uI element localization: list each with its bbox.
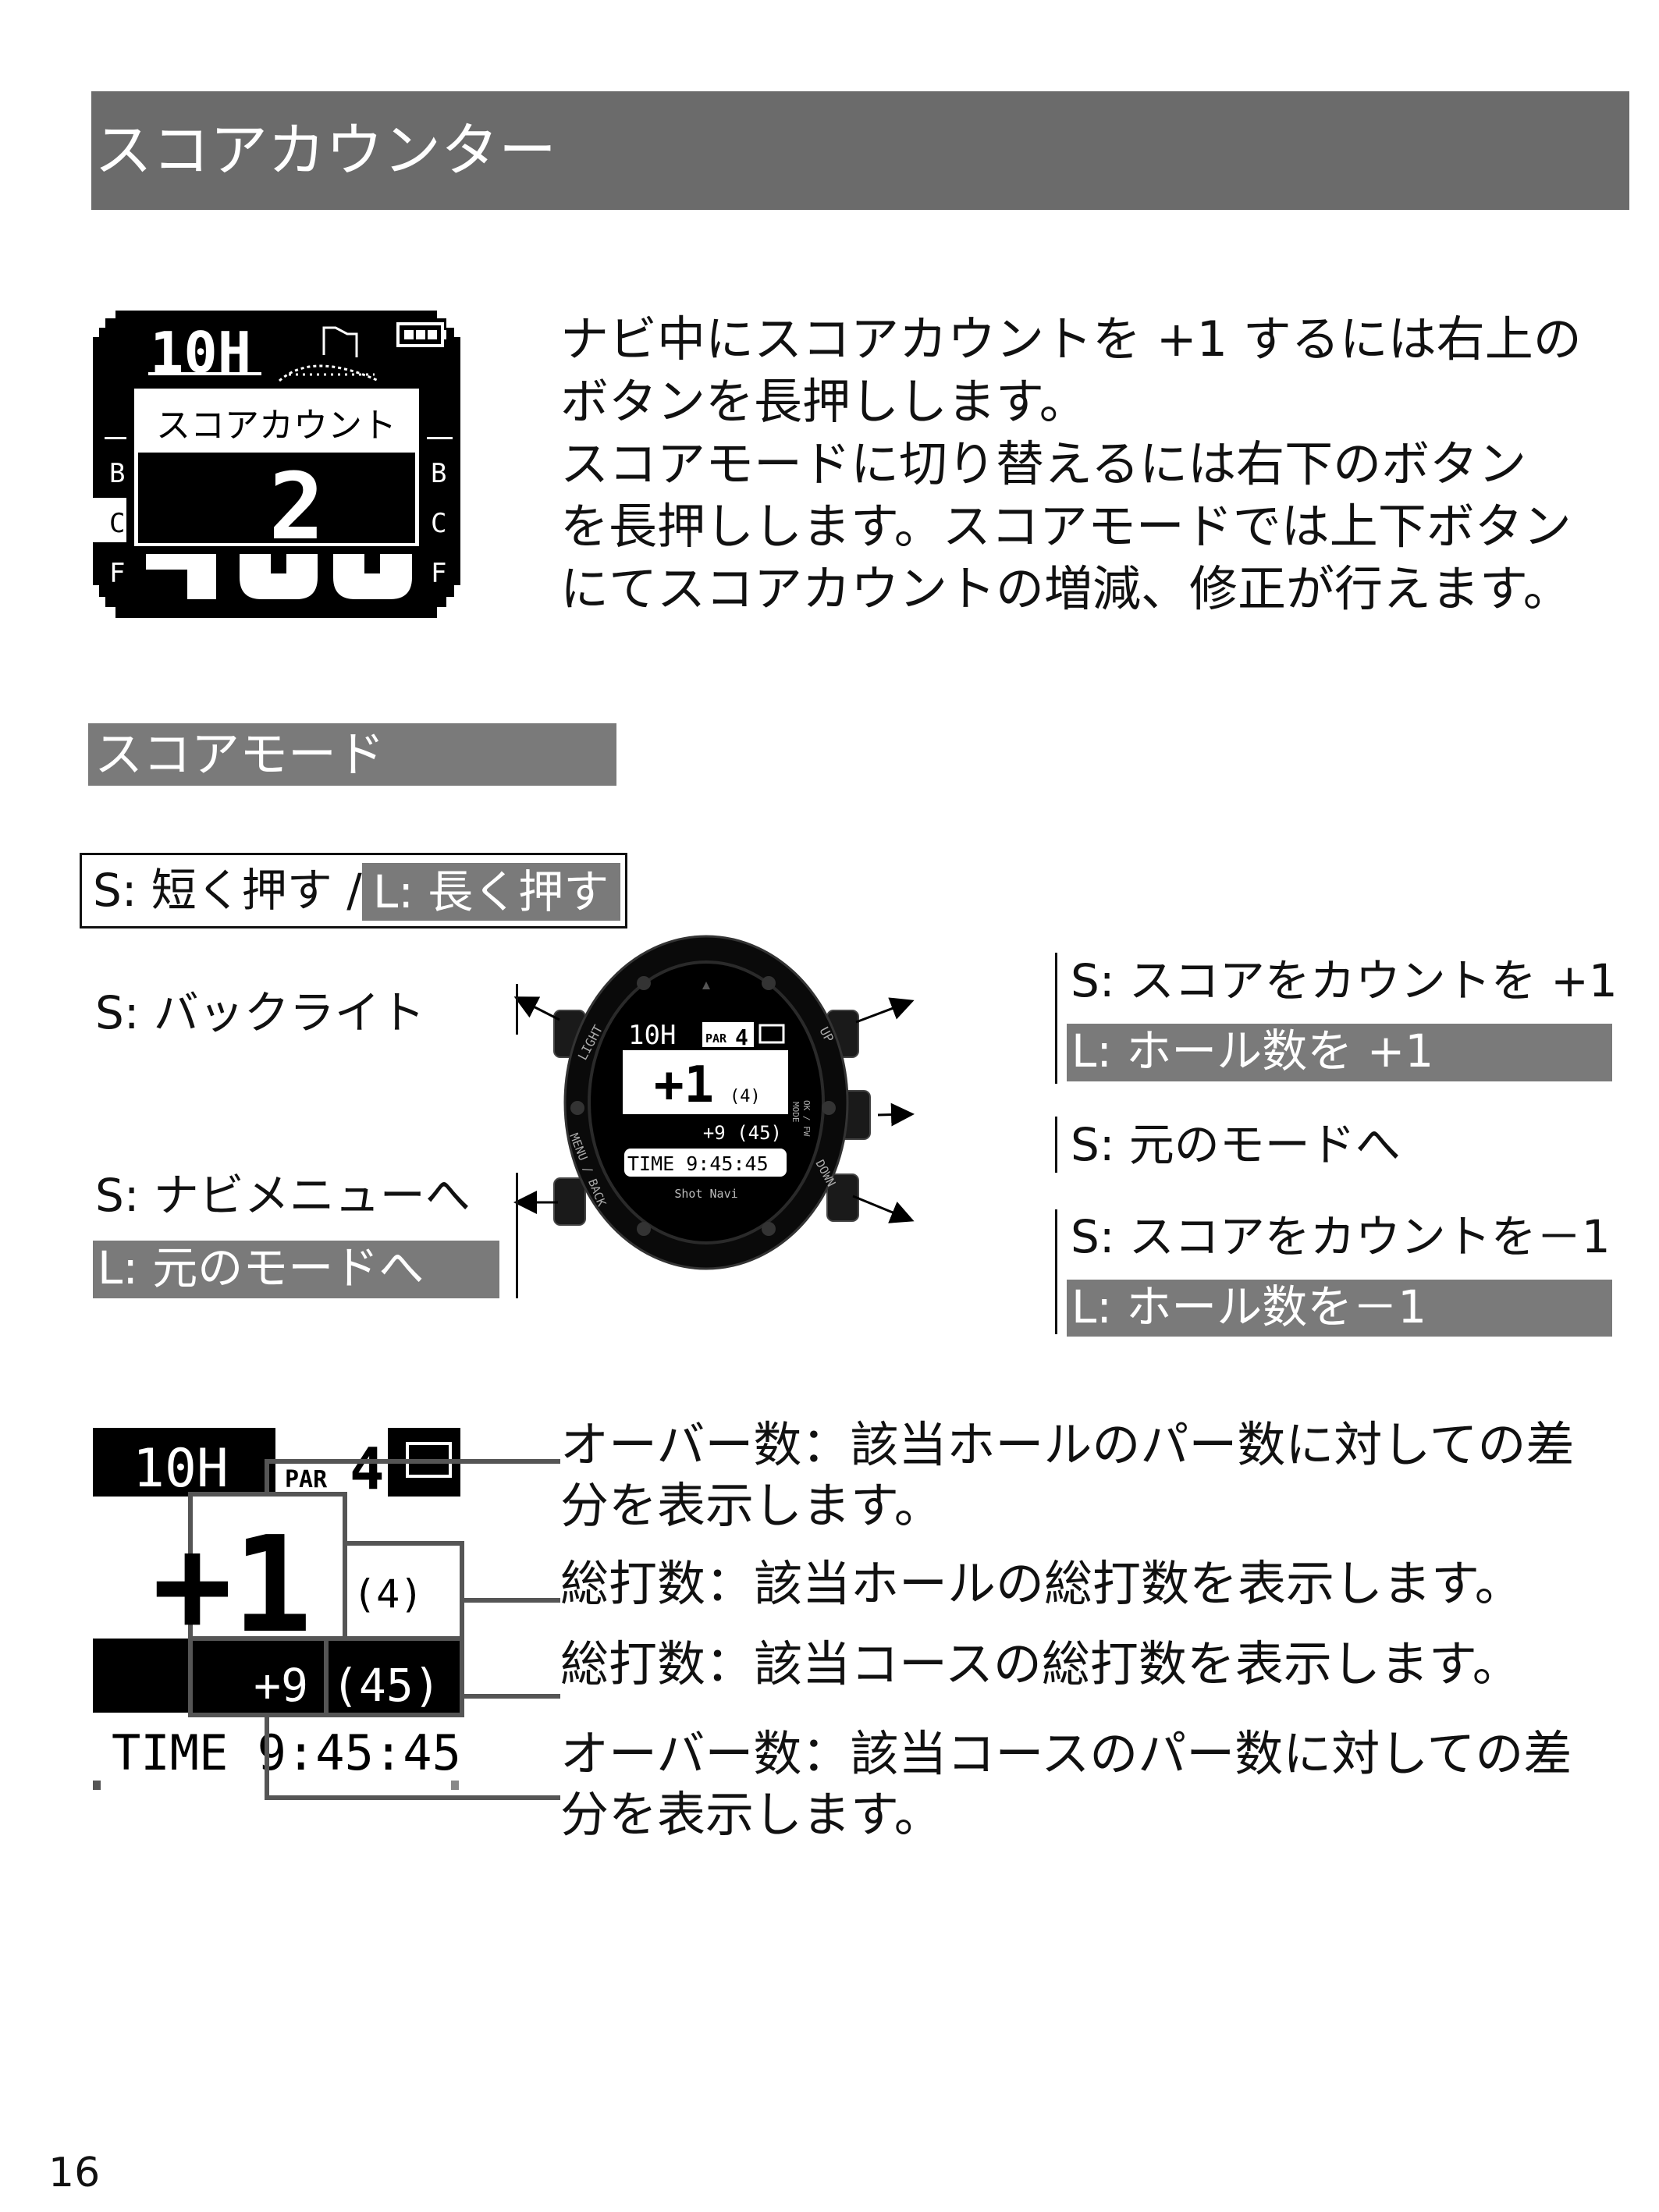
label-menu-short: S: ナビメニューへ [95, 1169, 471, 1222]
callout-hole-strokes: 総打数：該当ホールの総打数を表示します。 [560, 1555, 1523, 1612]
distance-digits-partial [146, 554, 412, 599]
section-title: スコアモード [88, 723, 616, 786]
score-mode-screen-detail: 10H PAR 4 +1 (4) +9 (45) TIME 9:45:45 [93, 1428, 560, 1800]
detail-time: TIME 9:45:45 [112, 1724, 461, 1781]
watch-time: TIME 9:45:45 [627, 1152, 769, 1175]
arrows [513, 996, 915, 1223]
battery-icon [396, 322, 446, 347]
side-label-b: B [109, 458, 125, 489]
arrow-light [513, 996, 560, 1021]
menu-back-button[interactable] [553, 1177, 586, 1226]
label-down-short: S: スコアをカウントを－1 [1071, 1210, 1611, 1263]
label-ok-short: S: 元のモードへ [1071, 1118, 1401, 1171]
description: ナビ中にスコアカウントを +1 するには右上の ボタンを長押しします。 スコアモ… [560, 308, 1637, 620]
callout-line: 分を表示します。 [560, 1786, 943, 1843]
popup-title: スコアカウント [156, 406, 396, 446]
side-label-c: C [109, 508, 125, 539]
detail-hole-strokes: (4) [353, 1571, 423, 1617]
side-label-b-right: B [431, 458, 446, 489]
page-number: 16 [48, 2150, 101, 2196]
description-line: を長押しします。スコアモードでは上下ボタン [560, 498, 1572, 555]
side-label-c-right: C [431, 508, 446, 539]
callout-line: オーバー数：該当コースのパー数に対しての差 [560, 1725, 1572, 1782]
side-label-f-right: F [431, 558, 446, 589]
bracket-ok [1055, 1117, 1057, 1173]
description-line: ボタンを長押しします。 [560, 373, 1088, 430]
press-legend: S: 短く押す / L: 長く押す [80, 853, 627, 928]
bracket-light [516, 984, 518, 1035]
watch-par-label: PAR [705, 1031, 727, 1046]
arrow-down [852, 1195, 915, 1223]
detail-course-over: +9 [254, 1659, 308, 1712]
detail-par-label: PAR [285, 1466, 328, 1493]
callout-hole-over: オーバー数：該当ホールのパー数に対しての差 分を表示します。 [560, 1415, 1575, 1536]
brand-logo: Shot Navi [674, 1187, 737, 1201]
callout-course-over: オーバー数：該当コースのパー数に対しての差 分を表示します。 [560, 1724, 1572, 1845]
watch-screen: 10H PAR 4 +1 (4) +9 (45) TIME 9:45:45 [623, 1014, 788, 1177]
score-count-value: 2 [268, 453, 324, 560]
callout-course-strokes: 総打数：該当コースの総打数を表示します。 [560, 1635, 1521, 1692]
watch-course-summary: +9 (45) [703, 1122, 782, 1144]
green-flag-icon [278, 326, 379, 382]
battery-icon [758, 1024, 785, 1044]
hole-number: 10H [150, 320, 251, 385]
callout-line: オーバー数：該当ホールのパー数に対しての差 [560, 1416, 1575, 1473]
label-up-short: S: スコアをカウントを +1 [1071, 954, 1618, 1007]
side-label-f: F [109, 558, 125, 589]
watch-illustration: LIGHT UP OK / FW MODE MENU / BACK DOWN 1… [513, 935, 915, 1270]
detail-par-value: 4 [350, 1436, 385, 1503]
detail-hole: 10H [133, 1438, 229, 1500]
detail-course-strokes: (45) [332, 1659, 441, 1712]
callout-connectors [265, 1459, 560, 1800]
label-light-short: S: バックライト [95, 986, 425, 1039]
label-down-long: L: ホール数を－1 [1067, 1280, 1612, 1337]
bracket-up [1055, 953, 1057, 1084]
legend-short: S: 短く押す / [93, 864, 362, 917]
arrow-up [855, 997, 915, 1024]
description-line: にてスコアカウントの増減、修正が行えます。 [560, 560, 1572, 617]
page-title: スコアカウンター [91, 91, 1629, 210]
bracket-menu [516, 1173, 518, 1298]
bracket-down [1055, 1209, 1057, 1334]
watch-hole-strokes: (4) [730, 1087, 761, 1106]
description-line: ナビ中にスコアカウントを +1 するには右上の [560, 311, 1582, 367]
description-line: スコアモードに切り替えるには右下のボタン [560, 435, 1527, 492]
watch-par-value: 4 [735, 1024, 748, 1050]
score-count-screen: 10H スコアカウント 2 B C F B C F [93, 311, 460, 618]
bezel-ok-label: OK / FW [801, 1100, 812, 1137]
bezel-mode-label: MODE [790, 1102, 801, 1123]
legend-long: L: 長く押す [362, 863, 620, 921]
label-menu-long: L: 元のモードへ [93, 1241, 499, 1298]
watch-hole-over: +1 [654, 1056, 714, 1114]
arrow-ok [877, 1102, 915, 1127]
label-up-long: L: ホール数を +1 [1067, 1024, 1612, 1081]
callout-line: 分を表示します。 [560, 1477, 943, 1534]
watch-hole: 10H [628, 1020, 676, 1051]
